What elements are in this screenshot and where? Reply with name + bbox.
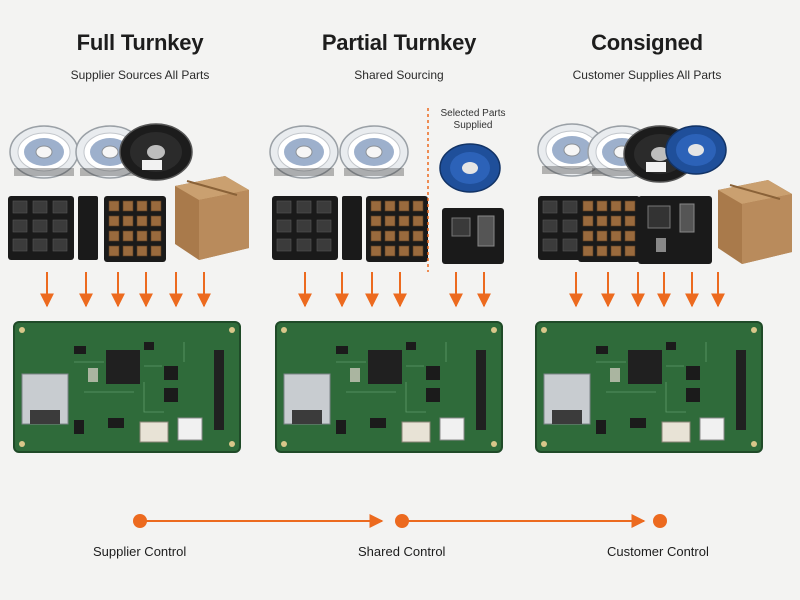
down-arrows <box>40 272 725 308</box>
component-tray-icon <box>103 195 167 263</box>
component-strip-icon <box>78 196 98 260</box>
component-tray-icon <box>442 208 504 264</box>
control-marker-icon <box>653 514 667 528</box>
circuit-board-icon <box>275 321 503 453</box>
partial-turnkey-components <box>269 108 504 272</box>
circuit-board-icon <box>13 321 241 453</box>
control-scale <box>133 514 667 528</box>
component-reel-icon <box>269 125 339 179</box>
full-turnkey-title: Full Turnkey <box>76 30 204 55</box>
consigned-subtitle: Customer Supplies All Parts <box>572 68 722 82</box>
circuit-board-icon <box>535 321 763 453</box>
component-tray-icon <box>7 195 75 261</box>
component-reel-icon <box>439 143 501 193</box>
full-turnkey-subtitle: Supplier Sources All Parts <box>70 68 210 82</box>
component-reel-icon <box>339 125 409 179</box>
component-tray-icon <box>365 195 429 263</box>
partial-turnkey-subtitle: Shared Sourcing <box>354 68 444 82</box>
selected-parts-note-line-1: Selected Parts <box>440 108 506 119</box>
component-reel-icon <box>9 125 79 179</box>
consigned-title: Consigned <box>591 30 703 55</box>
shared-control-label: Shared Control <box>358 544 446 559</box>
component-reel-icon <box>119 123 193 181</box>
component-reel-icon <box>665 125 727 175</box>
control-marker-icon <box>395 514 409 528</box>
supplier-control-label: Supplier Control <box>93 544 187 559</box>
customer-control-label: Customer Control <box>607 544 709 559</box>
full-turnkey-components <box>7 123 250 263</box>
selected-parts-note-line-2: Supplied <box>453 120 493 131</box>
partial-turnkey-title: Partial Turnkey <box>321 30 477 55</box>
cardboard-box-icon <box>717 179 793 265</box>
control-marker-icon <box>133 514 147 528</box>
component-tray-icon <box>271 195 339 261</box>
component-strip-icon <box>342 196 362 260</box>
component-tray-icon <box>577 195 641 263</box>
consigned-components <box>537 123 793 265</box>
selected-parts-note: Selected Parts Supplied <box>430 108 516 132</box>
cardboard-box-icon <box>174 175 250 261</box>
